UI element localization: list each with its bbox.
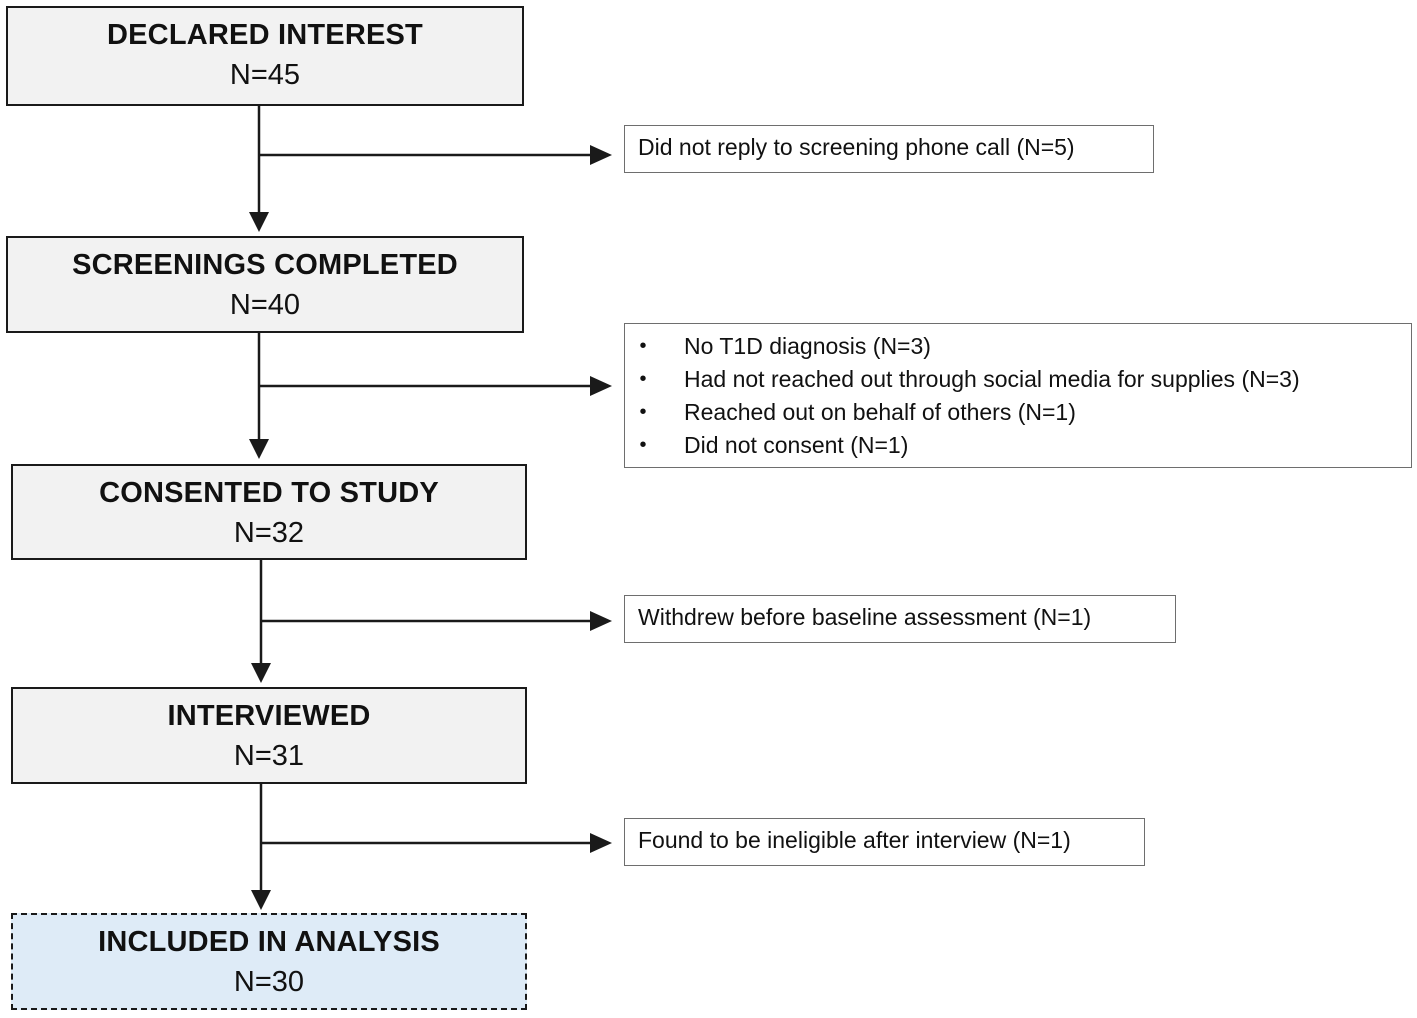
exclusion-withdrew: Withdrew before baseline assessment (N=1… (624, 595, 1176, 643)
arrowhead-interviewed-to-included (251, 890, 271, 910)
arrowhead-declared-exclusion (590, 145, 612, 165)
arrowhead-screenings-exclusion (590, 376, 612, 396)
exclusion-ineligible: Found to be ineligible after interview (… (624, 818, 1145, 866)
stage-title: DECLARED INTEREST (107, 19, 423, 51)
exclusion-reason: No T1D diagnosis (N=3) (684, 333, 931, 359)
exclusion-text: Found to be ineligible after interview (… (638, 827, 1071, 853)
bullet-icon: • (639, 368, 647, 390)
stage-count: N=32 (233, 517, 305, 549)
exclusion-text: Withdrew before baseline assessment (N=1… (638, 604, 1092, 630)
list-item: • No T1D diagnosis (N=3) (638, 331, 1398, 364)
stage-interviewed: INTERVIEWED N=31 (11, 687, 527, 784)
bullet-icon: • (639, 401, 647, 423)
bullet-icon: • (639, 434, 647, 456)
arrowhead-consented-to-interviewed (251, 663, 271, 683)
arrowhead-screenings-to-consented (249, 439, 269, 459)
arrowhead-consented-exclusion (590, 611, 612, 631)
stage-screenings-completed: SCREENINGS COMPLETED N=40 (6, 236, 524, 333)
exclusion-reason: Had not reached out through social media… (684, 366, 1300, 392)
stage-count: N=40 (229, 289, 301, 321)
arrowhead-interviewed-exclusion (590, 833, 612, 853)
stage-title: CONSENTED TO STUDY (99, 477, 439, 509)
exclusion-no-reply: Did not reply to screening phone call (N… (624, 125, 1154, 173)
exclusion-screening-reasons: • No T1D diagnosis (N=3) • Had not reach… (624, 323, 1412, 468)
list-item: • Reached out on behalf of others (N=1) (638, 397, 1398, 430)
stage-title: SCREENINGS COMPLETED (72, 249, 458, 281)
exclusion-reason: Did not consent (N=1) (684, 432, 909, 458)
exclusion-reason-list: • No T1D diagnosis (N=3) • Had not reach… (638, 331, 1398, 463)
exclusion-text: Did not reply to screening phone call (N… (638, 134, 1075, 160)
stage-count: N=45 (229, 59, 301, 91)
list-item: • Had not reached out through social med… (638, 364, 1398, 397)
stage-title: INTERVIEWED (167, 700, 371, 732)
exclusion-reason: Reached out on behalf of others (N=1) (684, 399, 1076, 425)
stage-included-in-analysis: INCLUDED IN ANALYSIS N=30 (11, 913, 527, 1010)
stage-count: N=30 (233, 966, 305, 998)
arrowhead-declared-to-screenings (249, 212, 269, 232)
list-item: • Did not consent (N=1) (638, 430, 1398, 463)
stage-count: N=31 (233, 740, 305, 772)
stage-declared-interest: DECLARED INTEREST N=45 (6, 6, 524, 106)
stage-consented-to-study: CONSENTED TO STUDY N=32 (11, 464, 527, 560)
stage-title: INCLUDED IN ANALYSIS (98, 926, 440, 958)
bullet-icon: • (639, 335, 647, 357)
